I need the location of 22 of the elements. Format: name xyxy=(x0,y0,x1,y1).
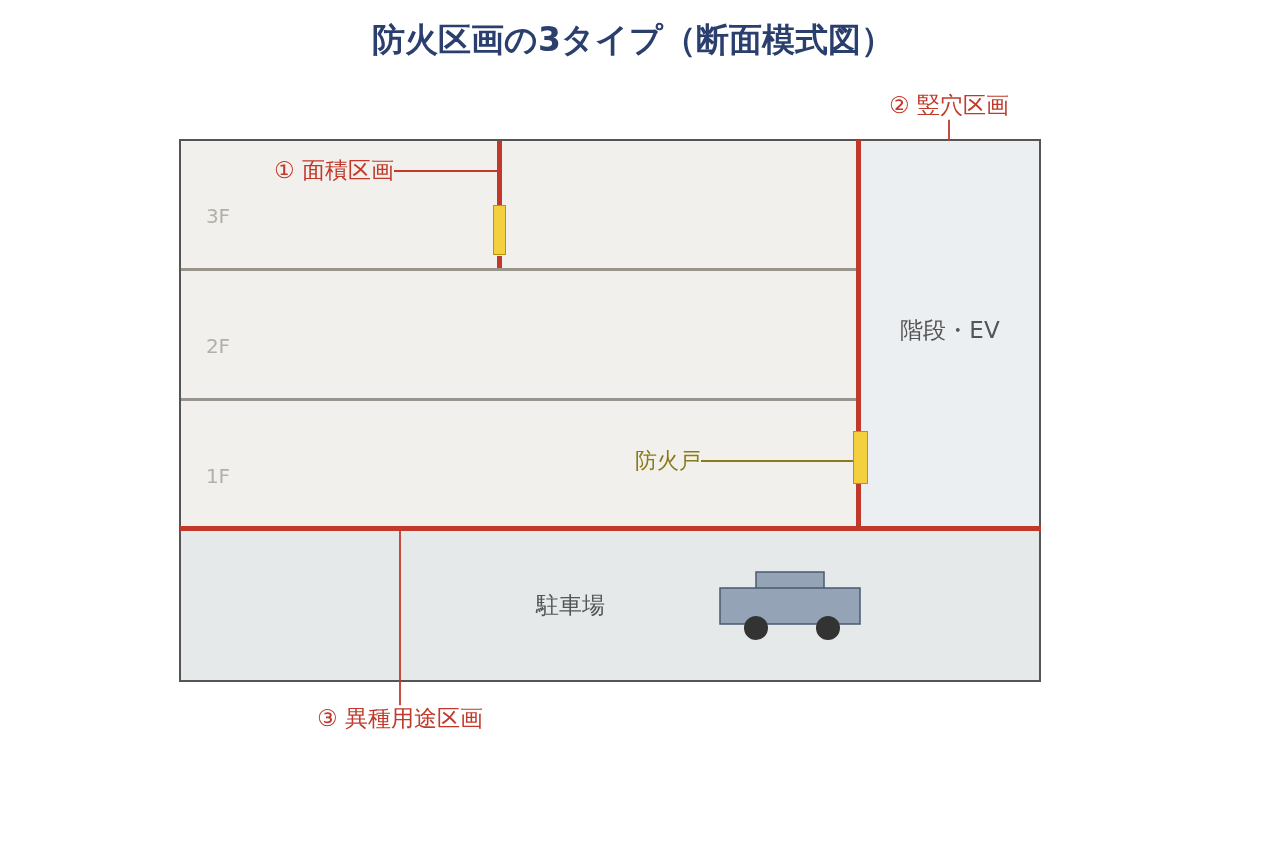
floor-label: 2F xyxy=(205,334,231,358)
callout-label: ③ 異種用途区画 xyxy=(317,705,483,733)
floor-band xyxy=(181,141,856,269)
leader-line xyxy=(393,170,498,172)
callout-label: ① 面積区画 xyxy=(274,157,394,185)
title: 防火区画の3タイプ（断面模式図） xyxy=(372,20,894,60)
fire-floor xyxy=(180,526,1041,531)
fire-door xyxy=(853,431,868,484)
stair-shaft xyxy=(861,141,1039,526)
leader-line xyxy=(700,460,854,462)
floor-band xyxy=(181,401,856,526)
floor-label: 3F xyxy=(205,204,231,228)
leader-line xyxy=(948,118,950,142)
callout-label: ② 竪穴区画 xyxy=(889,92,1009,120)
room-label: 階段・EV xyxy=(900,317,1000,345)
leader-line xyxy=(399,530,401,707)
floor-band xyxy=(181,271,856,399)
room-label: 駐車場 xyxy=(535,592,605,620)
fire-wall xyxy=(497,141,502,205)
floor-label: 1F xyxy=(205,464,231,488)
parking-area xyxy=(181,531,1039,680)
callout-label: 防火戸 xyxy=(635,447,701,475)
